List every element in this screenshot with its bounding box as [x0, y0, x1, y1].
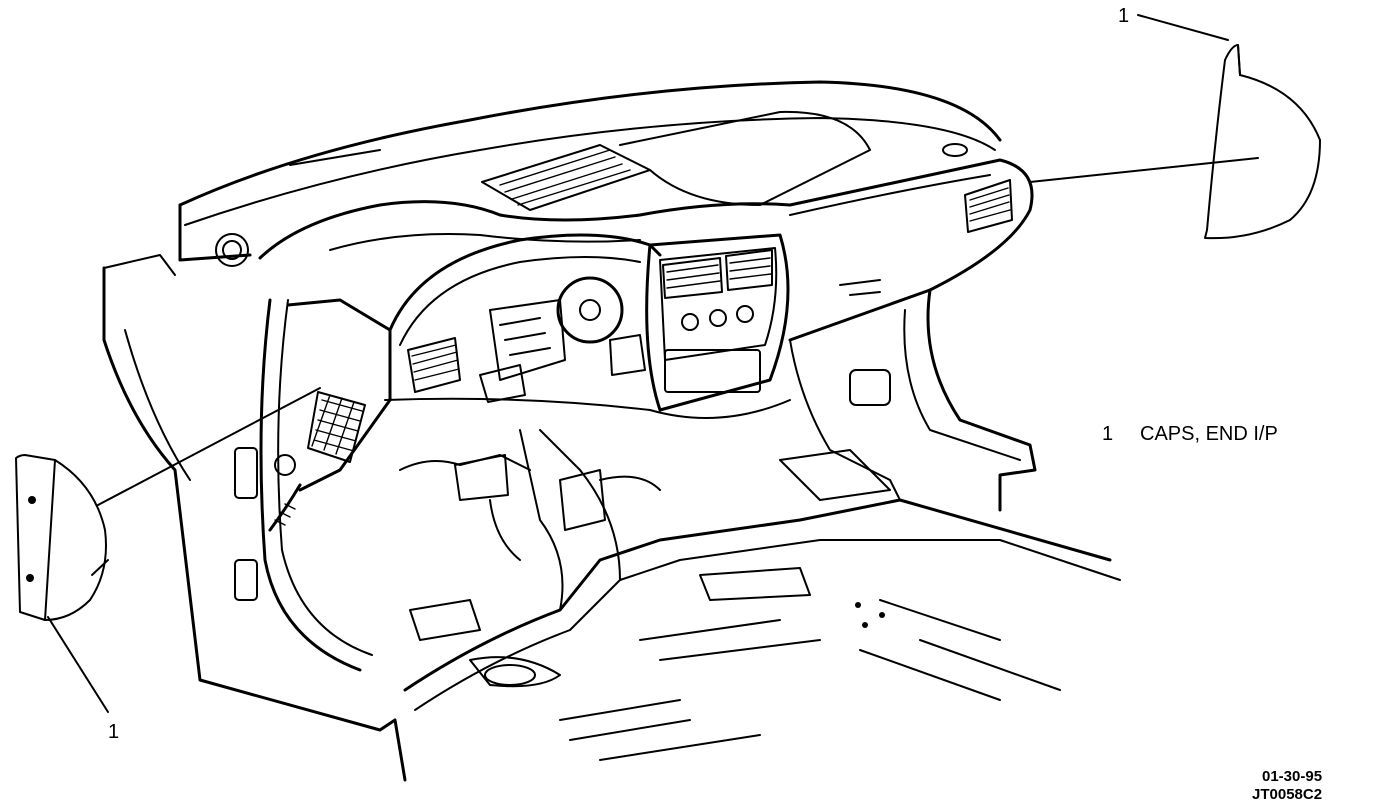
- dash-top: [178, 80, 1002, 267]
- under-dash-wiring: [399, 454, 661, 561]
- dash-body: [258, 158, 1034, 419]
- leader-lines: [47, 14, 1259, 713]
- left-body-side: [102, 254, 407, 782]
- footer-date: 01-30-95: [1262, 768, 1322, 785]
- floor-pan: [403, 429, 1121, 761]
- callout-bottom-left: 1: [108, 721, 119, 743]
- end-cap-left: [15, 454, 109, 621]
- right-body-side: [789, 288, 1037, 512]
- legend-number: 1: [1102, 423, 1113, 445]
- callout-top-right: 1: [1118, 5, 1129, 27]
- end-cap-right: [1204, 44, 1321, 240]
- footer-code: JT0058C2: [1252, 786, 1322, 803]
- legend-text: CAPS, END I/P: [1140, 423, 1278, 445]
- left-dash-end: [268, 298, 392, 532]
